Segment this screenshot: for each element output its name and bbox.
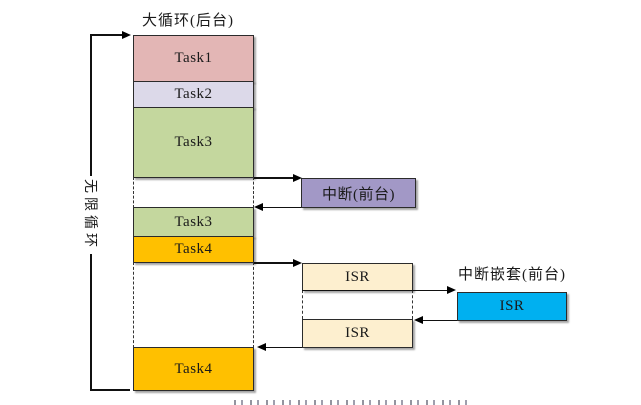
task3-box: Task3 (133, 107, 254, 178)
loop-bottom-line (90, 389, 130, 391)
task3-to-interrupt-arrowhead-icon (293, 174, 302, 182)
interrupt-return-arrowhead-icon (254, 203, 263, 211)
loop-entry-arrowhead-icon (122, 31, 131, 39)
isr2-label: ISR (345, 325, 370, 341)
nested-isr-label: ISR (499, 298, 525, 314)
isr-gap-left-dashed-line (302, 290, 303, 319)
task3-resume-label: Task3 (174, 213, 213, 230)
task4-resume-label: Task4 (174, 360, 213, 377)
gap2-right-dashed-line (252, 262, 254, 348)
task4-resume-box: Task4 (133, 347, 254, 391)
task3-resume-box: Task3 (133, 207, 254, 237)
task4-box: Task4 (133, 236, 254, 263)
task2-label: Task2 (174, 86, 213, 102)
interrupt-return-line (260, 206, 301, 208)
task1-box: Task1 (133, 35, 254, 82)
task4-to-isr-arrowhead-icon (293, 259, 302, 267)
isr1-to-nested-arrowhead-icon (447, 286, 456, 294)
nested-isr-box: ISR (457, 292, 567, 321)
task3-label: Task3 (174, 134, 213, 150)
task2-box: Task2 (133, 81, 254, 108)
isr2-return-arrowhead-icon (257, 343, 266, 351)
interrupt-box: 中断(前台) (301, 178, 416, 208)
isr1-label: ISR (345, 268, 370, 285)
isr2-return-line (263, 346, 302, 348)
nested-return-arrowhead-icon (414, 316, 423, 324)
nested-return-line (420, 319, 457, 321)
nested-interrupt-title: 中断嵌套(前台) (458, 267, 566, 283)
task1-label: Task1 (174, 50, 213, 66)
isr2-box: ISR (302, 319, 413, 348)
task4-to-isr-line (254, 262, 295, 264)
isr1-box: ISR (302, 263, 413, 291)
cropped-caption (234, 400, 474, 405)
interrupt-label: 中断(前台) (322, 186, 395, 203)
infinite-loop-text: 无限循环 (80, 176, 101, 254)
background-loop-title: 大循环(后台) (142, 13, 234, 29)
gap1-left-dashed-line (133, 177, 134, 208)
task3-to-interrupt-line (254, 177, 295, 179)
infinite-loop-label: 无限循环 (74, 170, 107, 260)
isr1-to-nested-line (302, 289, 448, 291)
loop-top-line (90, 34, 123, 36)
isr-gap-right-dashed-line (411, 290, 413, 319)
gap2-left-dashed-line (133, 262, 134, 348)
gap1-right-dashed-line (252, 177, 254, 208)
task4-label: Task4 (174, 241, 213, 257)
